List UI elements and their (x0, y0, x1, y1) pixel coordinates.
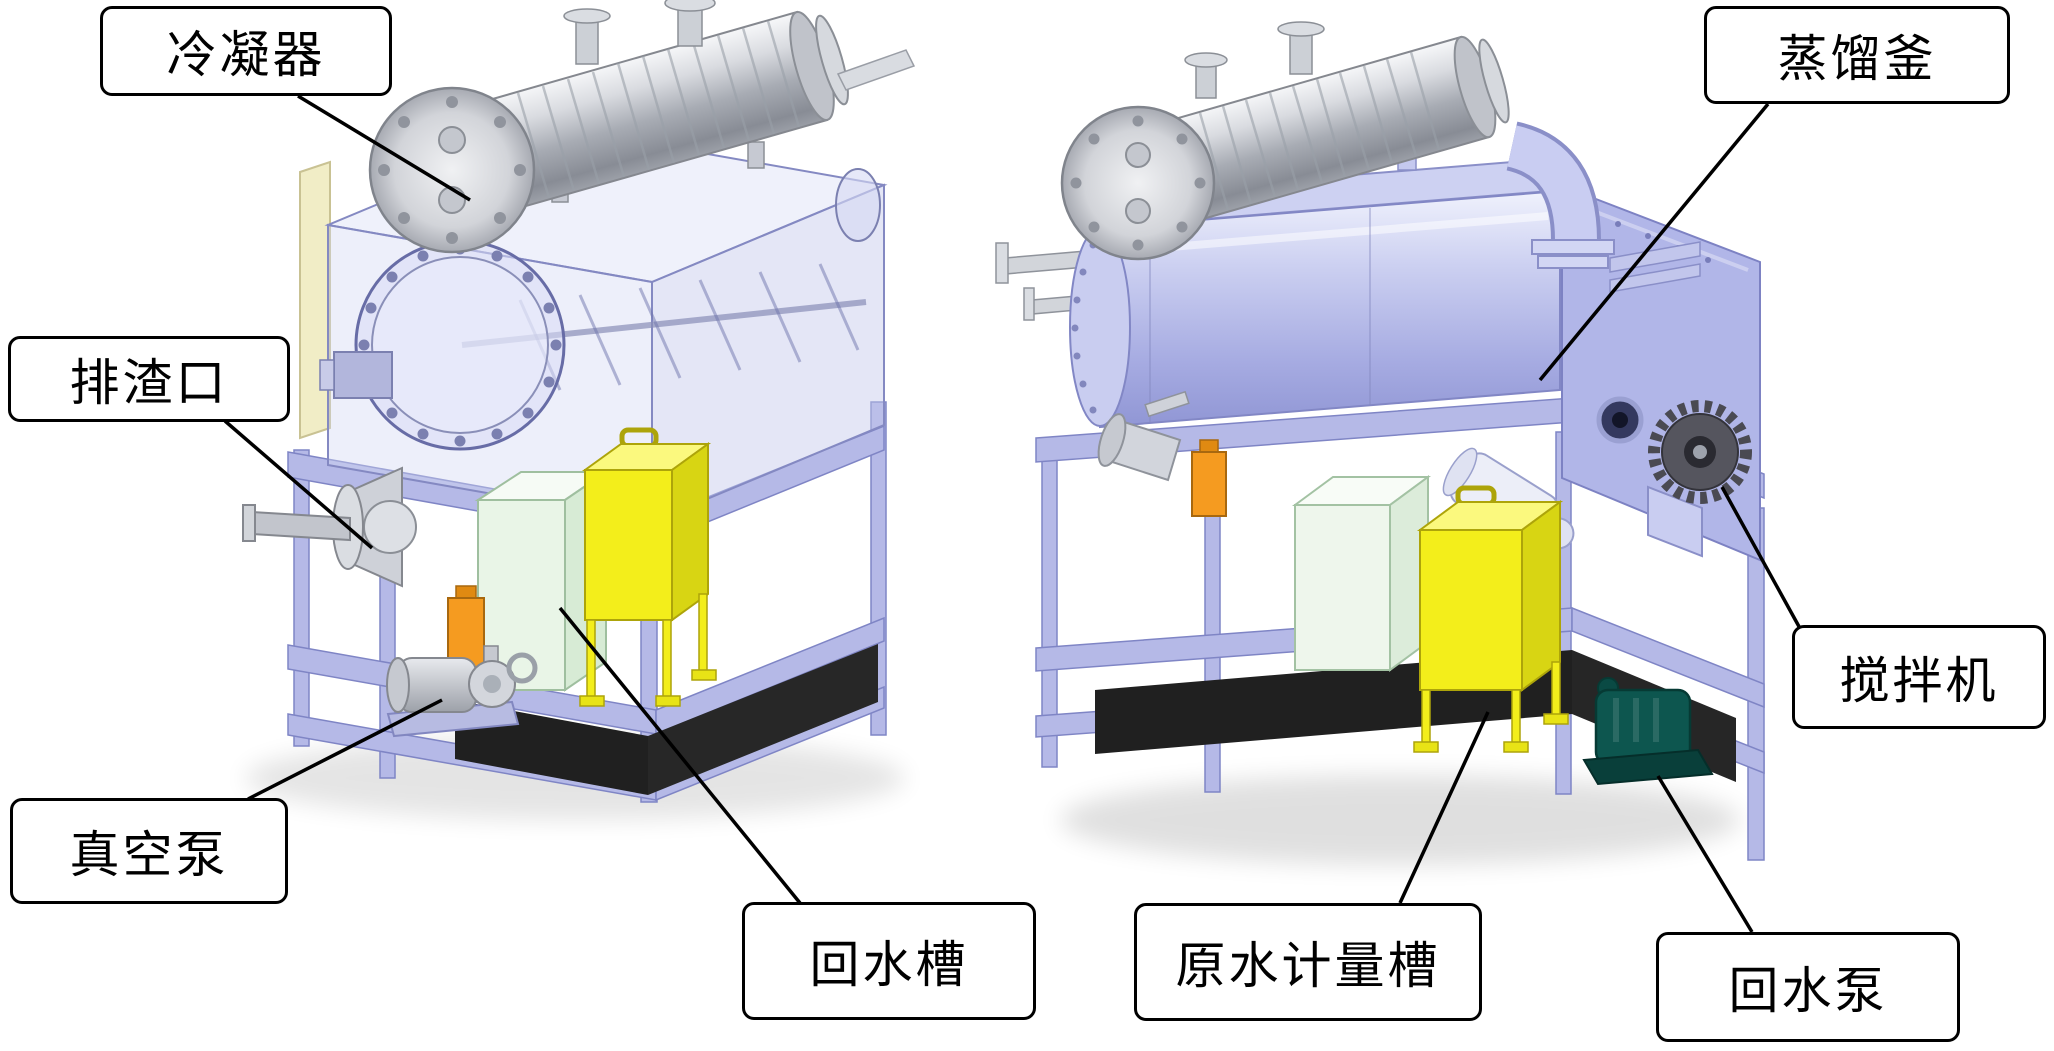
feed-nozzle (1097, 390, 1190, 482)
screw-drive-motor (319, 351, 393, 399)
right-machine (995, 21, 1765, 865)
leader-raw-water-tank (1398, 711, 1490, 904)
condenser-nozzle (1184, 21, 1325, 99)
condenser-nozzle (563, 0, 716, 65)
raw-water-metering-tank (1413, 485, 1569, 753)
callout-return-water-tank: 回水槽 (742, 902, 1036, 1020)
callout-return-water-pump-label: 回水泵 (1728, 963, 1888, 1019)
callout-vacuum-pump-label: 真空泵 (69, 827, 229, 883)
condenser-left (368, 0, 916, 254)
leader-vacuum-pump (247, 698, 443, 801)
pale-tank-right (1291, 475, 1432, 672)
leader-condenser (297, 94, 471, 202)
callout-condenser-label: 冷凝器 (166, 27, 326, 83)
callout-slag-outlet: 排渣口 (8, 336, 290, 422)
callout-distillation-kettle: 蒸馏釜 (1704, 6, 2010, 104)
leader-return-water-tank (558, 606, 802, 905)
leader-slag-outlet (223, 419, 374, 550)
orange-valve-right (1191, 439, 1227, 517)
callout-return-water-tank-label: 回水槽 (809, 937, 969, 993)
leader-distillation-kettle (1538, 102, 1770, 382)
mounting-plates (836, 49, 916, 91)
valve-handwheel (506, 652, 538, 684)
callout-raw-water-metering-tank-label: 原水计量槽 (1175, 938, 1441, 994)
leader-lines (223, 94, 1804, 933)
elbow-pipe (1505, 121, 1701, 293)
chamber-end-flange (835, 168, 881, 242)
leader-agitator (1720, 486, 1804, 633)
callout-condenser: 冷凝器 (100, 6, 392, 96)
vacuum-pump (386, 645, 538, 738)
return-water-pump (1582, 677, 1714, 786)
left-machine (242, 0, 916, 820)
callout-return-water-pump: 回水泵 (1656, 932, 1960, 1042)
callout-vacuum-pump: 真空泵 (10, 798, 288, 904)
condenser-flange-face (368, 86, 536, 254)
callout-agitator-label: 搅拌机 (1839, 653, 1999, 709)
callout-distillation-kettle-label: 蒸馏釜 (1777, 31, 1937, 87)
yellow-tank-left (579, 427, 717, 707)
condenser-right (1060, 21, 1510, 261)
cream-side-panel (299, 160, 331, 440)
callout-raw-water-metering-tank: 原水计量槽 (1134, 903, 1482, 1021)
slag-discharge-port (242, 466, 417, 588)
orange-valve-left (447, 585, 485, 669)
chamber-flange (354, 239, 566, 451)
leader-return-water-pump (1656, 775, 1754, 933)
callout-agitator: 搅拌机 (1792, 625, 2046, 729)
agitator-gear (1648, 400, 1752, 504)
right-machine-shadow (1060, 775, 1740, 865)
distillation-chamber (319, 126, 888, 524)
callout-slag-outlet-label: 排渣口 (69, 355, 229, 411)
access-plate (1647, 485, 1703, 558)
condenser-flange-face (1060, 105, 1216, 261)
